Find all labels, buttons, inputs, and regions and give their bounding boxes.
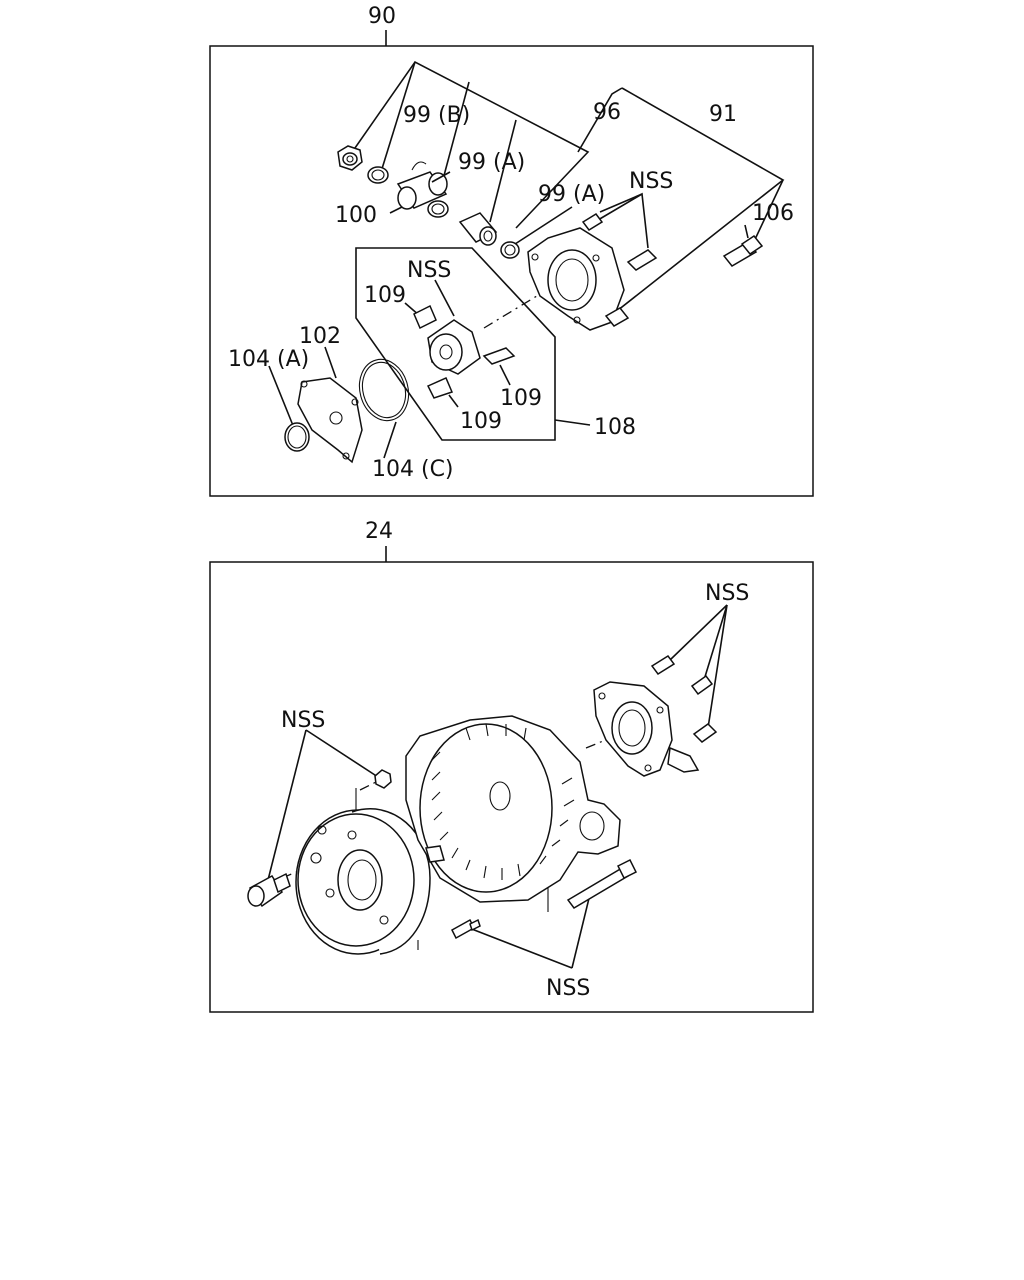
- washer-99a-2: [500, 241, 520, 259]
- label-102: 102: [299, 324, 341, 349]
- top-panel-frame: [209, 45, 814, 497]
- screw-nss-2: [626, 249, 658, 271]
- label-108: 108: [594, 415, 636, 440]
- oring-104a: [284, 422, 310, 452]
- rear-housing: [405, 715, 621, 903]
- bearing-96: [458, 212, 498, 246]
- bottom-panel: 24: [209, 519, 814, 1013]
- label-106: 106: [752, 201, 794, 226]
- screw-top-3: [692, 723, 718, 743]
- screw-nss-1: [581, 213, 604, 231]
- washer-99b: [367, 166, 389, 184]
- rear-plate: [593, 681, 700, 777]
- label-nss-left: NSS: [281, 708, 325, 733]
- washer-99a-1: [427, 200, 449, 218]
- label-104a: 104 (A): [228, 347, 309, 372]
- oring-104c: [358, 358, 410, 422]
- cooling-fins: [431, 723, 575, 880]
- brush-holder-108: [427, 319, 481, 375]
- label-99b: 99 (B): [403, 103, 470, 128]
- label-96: 96: [593, 100, 621, 125]
- brush-109-3: [426, 377, 454, 399]
- brush-109-2: [482, 347, 516, 365]
- bottom-panel-frame: [209, 561, 814, 1013]
- stud-bolt: [247, 872, 291, 908]
- label-99a-1: 99 (A): [458, 150, 525, 175]
- label-91: 91: [709, 102, 737, 127]
- nut-left: [374, 769, 392, 789]
- label-109-3: 109: [460, 409, 502, 434]
- top-panel-number: 90: [368, 4, 396, 29]
- label-104c: 104 (C): [372, 457, 454, 482]
- cover-102: [297, 377, 363, 464]
- label-nss-top: NSS: [705, 581, 749, 606]
- bottom-panel-number: 24: [365, 519, 393, 544]
- through-bolt-1: [451, 918, 481, 940]
- pulley-100: [396, 161, 451, 210]
- nut-part: [337, 145, 363, 171]
- label-nss-1: NSS: [629, 169, 673, 194]
- screw-top-1: [650, 654, 676, 676]
- label-109-2: 109: [500, 386, 542, 411]
- brush-109-1: [413, 304, 437, 330]
- label-100: 100: [335, 203, 377, 228]
- label-109-1: 109: [364, 283, 406, 308]
- bolt-106: [722, 234, 764, 267]
- housing-91: [527, 227, 630, 331]
- through-bolt-2: [566, 858, 638, 909]
- label-nss-2: NSS: [407, 258, 451, 283]
- top-panel: 90: [209, 4, 814, 497]
- screw-top-2: [690, 674, 714, 696]
- label-99a-2: 99 (A): [538, 182, 605, 207]
- label-nss-bottom: NSS: [546, 976, 590, 1001]
- front-housing: [295, 808, 431, 955]
